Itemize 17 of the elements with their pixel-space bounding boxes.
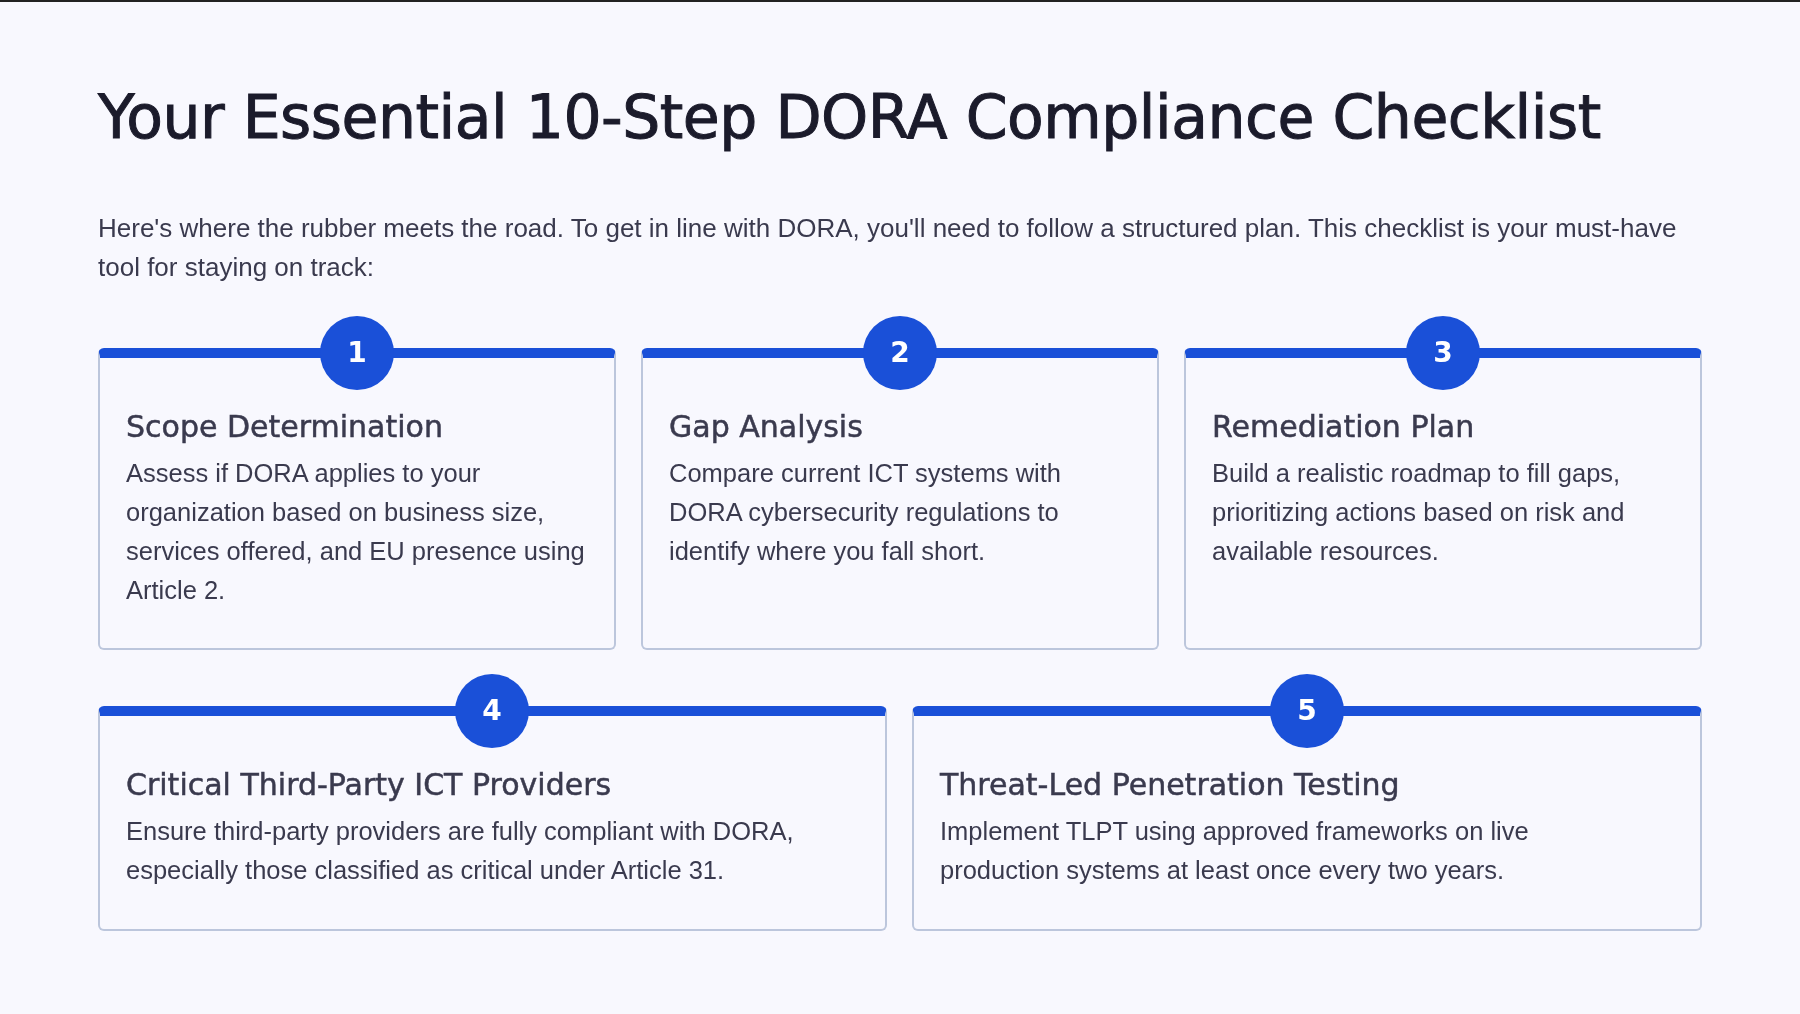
card-description: Implement TLPT using approved frameworks on live production systems at least once every two years.: [940, 816, 1530, 886]
step-number: 2: [863, 316, 937, 390]
card-description: Assess if DORA applies to your organization based on business size, services offered, and EU presence using Article 2.: [126, 458, 586, 606]
step-number: 4: [455, 674, 529, 748]
step-number: 3: [1406, 316, 1480, 390]
card-heading: Gap Analysis: [669, 408, 864, 446]
card-description: Build a realistic roadmap to fill gaps, prioritizing actions based on risk and available resources.: [1212, 458, 1626, 567]
card-heading: Critical Third-Party ICT Providers: [126, 766, 613, 804]
step-number: 5: [1270, 674, 1344, 748]
card-heading: Scope Determination: [126, 408, 444, 446]
intro-text: Here's where the rubber meets the road. To get in line with DORA, you'll need to follow a structured plan. This checklist is your must-have tool for staying on track:: [98, 212, 1678, 284]
card-heading: Remediation Plan: [1212, 408, 1476, 446]
step-number: 1: [320, 316, 394, 390]
title: Your Essential 10-Step DORA Compliance Checklist: [98, 82, 1601, 152]
card-description: Compare current ICT systems with DORA cybersecurity regulations to identify where you fall short.: [669, 458, 1063, 567]
card-heading: Threat-Led Penetration Testing: [940, 766, 1401, 804]
card-description: Ensure third-party providers are fully compliant with DORA, especially those classified as critical under Article 31.: [126, 816, 795, 886]
